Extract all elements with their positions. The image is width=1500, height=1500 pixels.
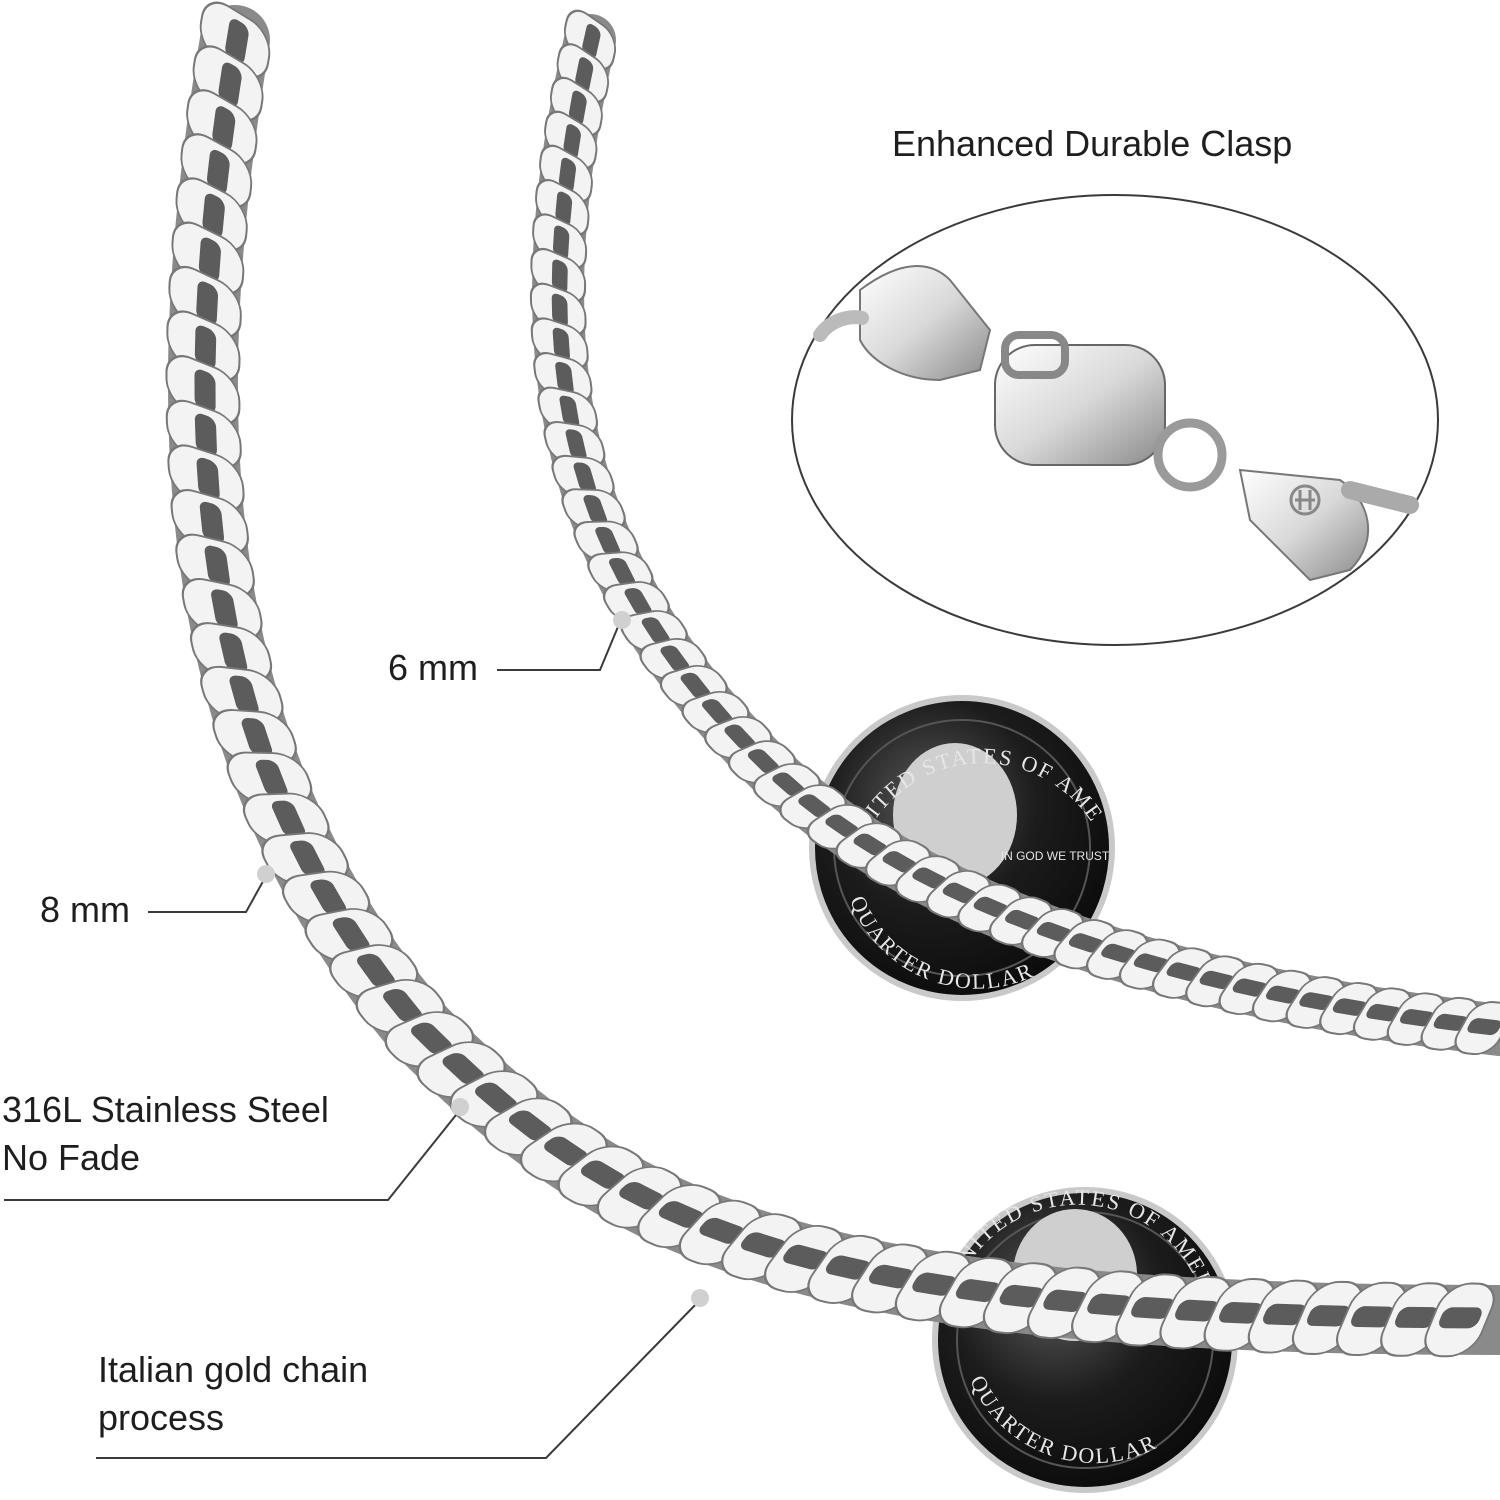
leader-process xyxy=(96,1299,701,1459)
leader-lines xyxy=(4,611,709,1459)
label-6mm: 6 mm xyxy=(388,647,478,688)
label-process: Italian gold chain process xyxy=(98,1346,368,1442)
label-process-line1: Italian gold chain xyxy=(98,1349,369,1390)
clasp-detail xyxy=(791,194,1439,646)
leader-steel xyxy=(4,1109,461,1201)
clasp-title: Enhanced Durable Clasp xyxy=(892,123,1293,164)
chain-link xyxy=(242,792,330,846)
chain-link xyxy=(212,709,297,765)
label-material-line1: 316L Stainless Steel xyxy=(2,1089,329,1130)
chain-link xyxy=(226,751,313,805)
chain-link xyxy=(1424,1282,1495,1358)
leader-8mm xyxy=(148,875,267,913)
coin-motto: IN GOD WE TRUST xyxy=(1001,849,1110,863)
chain-link xyxy=(678,1199,762,1266)
label-material-line2: No Fade xyxy=(2,1137,141,1178)
chain-8mm xyxy=(165,1,1500,1358)
brand-monogram-icon xyxy=(1289,484,1321,516)
label-material: 316L Stainless Steel No Fade xyxy=(2,1086,329,1182)
chain-link xyxy=(561,488,626,531)
chain-6mm xyxy=(529,9,1500,1056)
chain-link xyxy=(551,454,615,500)
chain-link xyxy=(1454,1001,1500,1056)
leader-6mm xyxy=(497,621,621,671)
label-8mm: 8 mm xyxy=(40,889,130,930)
chain-link xyxy=(189,622,273,683)
label-process-line2: process xyxy=(98,1397,225,1438)
